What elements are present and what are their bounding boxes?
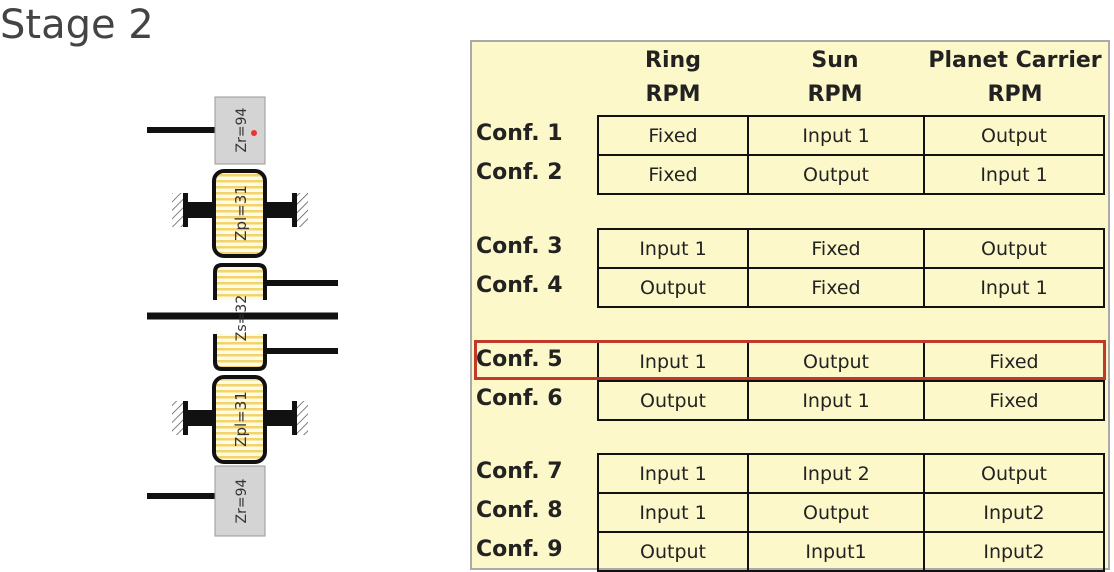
table-cell: Input1: [747, 533, 923, 570]
header-line: Planet Carrier: [928, 48, 1102, 73]
row-label: Conf. 5: [476, 347, 563, 372]
row-label: Conf. 9: [476, 537, 563, 562]
highlight-box-conf-5: [474, 340, 1106, 380]
table-cell: Input2: [923, 533, 1103, 570]
table-cell: Output: [923, 230, 1103, 267]
row-label: Conf. 4: [476, 273, 563, 298]
table-cell: Output: [923, 455, 1103, 492]
sun-label: Zs=32: [234, 295, 250, 341]
header-line: RPM: [645, 82, 701, 107]
table-cell: Fixed: [923, 382, 1103, 419]
table-cell: Fixed: [648, 163, 698, 186]
planet-top-label: Zpl=31: [232, 185, 250, 241]
table-cell: Input 1: [747, 382, 923, 419]
sun-gear: Zs=32: [147, 263, 338, 371]
table-cell: Input 1: [923, 156, 1103, 193]
planet-gear-bottom: Zpl=31: [172, 375, 308, 464]
ring-top-label: Zr=94: [234, 107, 250, 152]
planet-gear-top: Zpl=31: [172, 169, 308, 258]
table-cell: Fixed: [747, 269, 923, 306]
header-line: RPM: [987, 82, 1043, 107]
table-cell: Output: [640, 276, 706, 299]
ring-bottom-label: Zr=94: [234, 478, 250, 523]
table-cell: Output: [747, 343, 923, 380]
table-cell: Output: [923, 117, 1103, 154]
row-label: Conf. 3: [476, 234, 563, 259]
header-line: Sun: [811, 48, 859, 73]
header-line: RPM: [807, 82, 863, 107]
table-cell: Output: [747, 156, 923, 193]
table-cell: Input2: [923, 494, 1103, 531]
table-cell: Output: [640, 389, 706, 412]
row-label: Conf. 2: [476, 160, 563, 185]
row-label: Conf. 8: [476, 498, 563, 523]
row-label: Conf. 7: [476, 459, 563, 484]
planetary-gear-diagram: Zr=94 Zpl=31 Zs=32 Zpl=31 Zr=94: [147, 96, 338, 537]
slide-title: Stage 2: [0, 2, 154, 48]
planet-bottom-label: Zpl=31: [232, 391, 250, 447]
table-cell: Output: [747, 494, 923, 531]
ring-gear-top: [214, 96, 266, 165]
table-cell: Output: [640, 540, 706, 563]
table-cell: Input 1: [639, 462, 707, 485]
header-line: Ring: [645, 48, 701, 73]
table-cell: Fixed: [747, 230, 923, 267]
ring-gear-bottom: [214, 465, 266, 537]
table-cell: Fixed: [648, 124, 698, 147]
table-cell: Fixed: [923, 343, 1103, 380]
row-label: Conf. 6: [476, 386, 563, 411]
table-cell: Input 1: [639, 237, 707, 260]
row-label: Conf. 1: [476, 121, 563, 146]
table-cell: Input 1: [639, 350, 707, 373]
table-cell: Input 1: [639, 501, 707, 524]
table-cell: Input 1: [747, 117, 923, 154]
table-cell: Input 1: [923, 269, 1103, 306]
table-cell: Input 2: [747, 455, 923, 492]
